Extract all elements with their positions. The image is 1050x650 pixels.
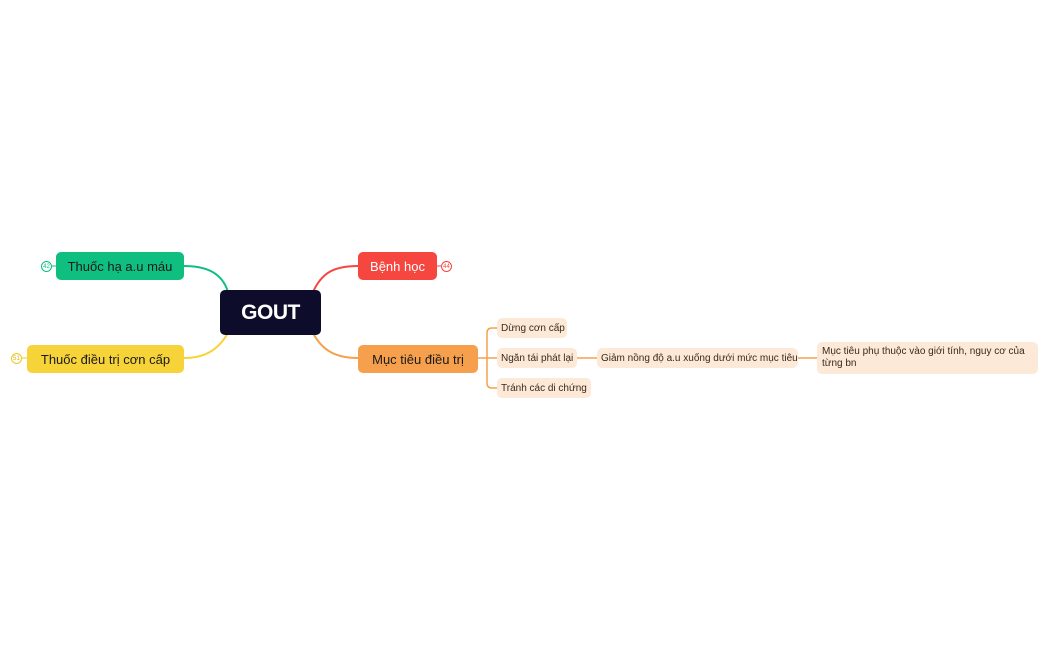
root-label: GOUT (241, 300, 300, 324)
subtopic-muc-tieu-phu-thuoc[interactable]: Mục tiêu phụ thuộc vào giới tính, nguy c… (817, 342, 1038, 374)
branch-node-thuoc-ha-au-mau[interactable]: Thuốc hạ a.u máu (56, 252, 184, 280)
subtopic-label: Mục tiêu phụ thuộc vào giới tính, nguy c… (822, 346, 1025, 369)
collapsed-count-badge[interactable]: 51 (11, 353, 22, 364)
branch-label: Mục tiêu điều trị (372, 351, 464, 367)
subtopic-ngan-tai-phat-lai[interactable]: Ngăn tái phát lại (497, 348, 577, 368)
branch-label: Bệnh học (370, 258, 425, 274)
subtopic-label: Tránh các di chứng (501, 382, 587, 394)
collapsed-count-badge[interactable]: 42 (41, 261, 52, 272)
branch-node-thuoc-dieu-tri-con-cap[interactable]: Thuốc điều trị cơn cấp (27, 345, 184, 373)
branch-label: Thuốc điều trị cơn cấp (40, 351, 171, 367)
subtopic-dung-con-cap[interactable]: Dừng cơn cấp (497, 318, 567, 338)
branch-label: Thuốc hạ a.u máu (67, 258, 173, 274)
badge-count: 42 (43, 263, 50, 270)
branch-node-benh-hoc[interactable]: Bệnh học (358, 252, 437, 280)
subtopic-giam-nong-do-au[interactable]: Giảm nồng độ a.u xuống dưới mức mục tiêu (597, 348, 798, 368)
subtopic-tranh-cac-di-chung[interactable]: Tránh các di chứng (497, 378, 591, 398)
subtopic-label: Ngăn tái phát lại (501, 352, 574, 364)
subtopic-label: Giảm nồng độ a.u xuống dưới mức mục tiêu (601, 352, 798, 364)
badge-count: 44 (443, 263, 450, 270)
badge-count: 51 (13, 355, 20, 362)
branch-node-muc-tieu-dieu-tri[interactable]: Mục tiêu điều trị (358, 345, 478, 373)
subtopic-label: Dừng cơn cấp (501, 322, 565, 334)
root-node[interactable]: GOUT (220, 290, 321, 335)
collapsed-count-badge[interactable]: 44 (441, 261, 452, 272)
